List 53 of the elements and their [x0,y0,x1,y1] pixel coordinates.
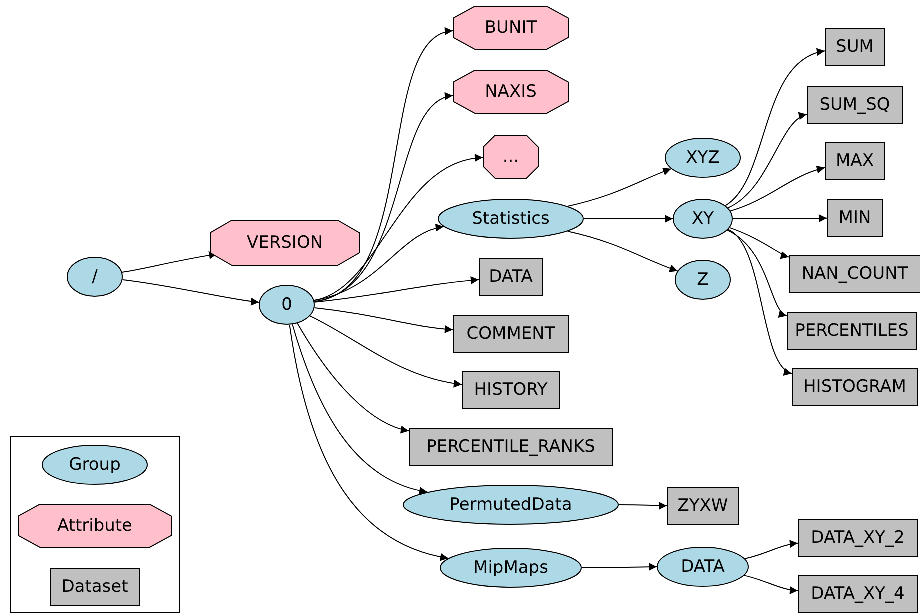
group-ellipse: / [67,257,123,297]
dataset-box: PERCENTILE_RANKS [409,428,613,466]
attribute-octagon: ... [483,135,539,179]
dataset-box: DATA_XY_2 [798,519,918,557]
dataset-box: DATA [479,258,543,296]
arrow [618,502,668,510]
arrow [314,224,444,302]
arrow [289,324,450,561]
arrow [582,563,658,572]
group-ellipse: DATA [657,547,749,587]
dataset-box: SUM_SQ [807,86,903,124]
arrow [725,50,826,206]
arrow [732,214,828,223]
dataset-box: HISTOGRAM [792,368,918,406]
arrow [310,316,462,388]
dataset-box: COMMENT [453,315,569,353]
arrow [744,540,798,560]
group-ellipse: MipMaps [440,548,582,588]
arrow [744,575,798,594]
dataset-box: DATA_XY_4 [798,575,918,613]
attribute-octagon: NAXIS [453,70,569,114]
arrow [727,230,788,316]
group-ellipse: Statistics [438,199,584,239]
legend-attribute-octagon: Attribute [18,504,172,548]
legend-dataset-box: Dataset [50,568,140,606]
group-ellipse: Z [675,260,731,300]
group-ellipse: XY [673,199,733,239]
arrow [314,94,454,302]
attribute-octagon: VERSION [210,220,360,266]
arrow [728,114,808,209]
arrow [567,231,678,272]
arrow [729,227,790,258]
dataset-box: SUM [825,28,885,66]
arrow [730,166,826,212]
arrow [292,324,428,494]
group-ellipse: XYZ [665,138,741,178]
dataset-box: ZYXW [667,487,739,525]
arrow [297,323,410,434]
dataset-box: MIN [827,199,883,237]
arrow [728,229,792,374]
group-ellipse: 0 [259,285,315,325]
arrow [567,168,672,207]
arrow [122,279,260,306]
dataset-box: PERCENTILES [787,312,917,350]
dataset-box: MAX [825,142,885,180]
dataset-box: HISTORY [462,371,560,409]
legend-group-ellipse: Group [42,445,148,485]
dataset-box: NAN_COUNT [789,255,920,293]
arrow [314,307,454,334]
arrow [584,215,674,223]
attribute-octagon: BUNIT [453,6,569,50]
group-ellipse: PermutedData [403,485,619,525]
arrow [314,276,480,303]
